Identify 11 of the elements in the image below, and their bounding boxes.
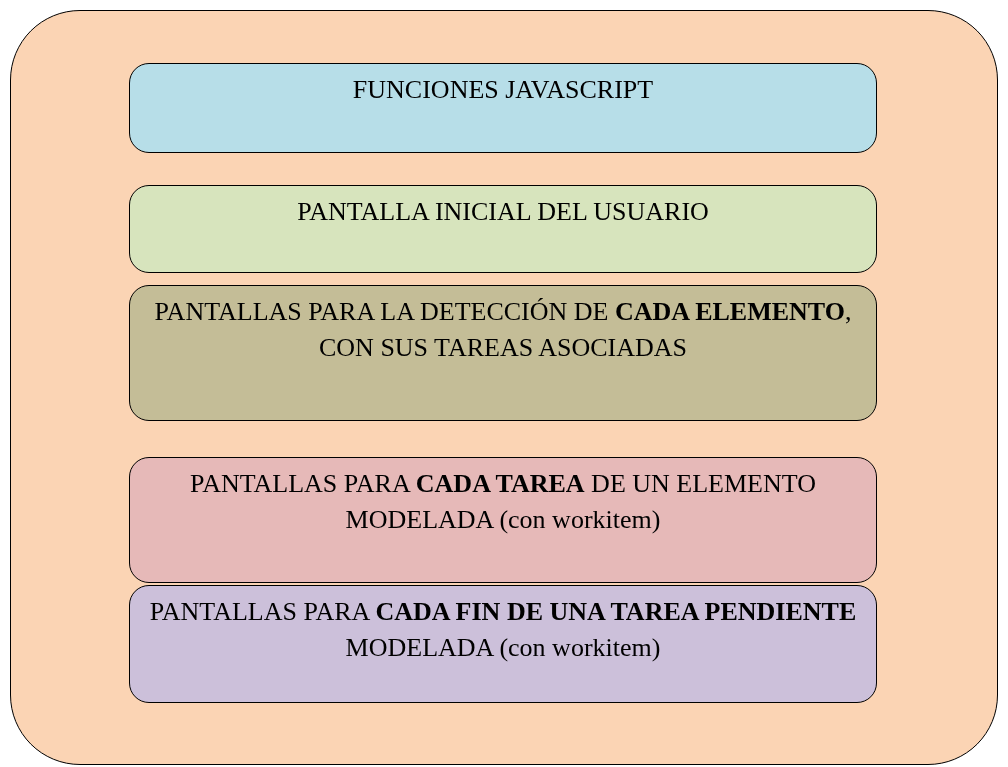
section-box <box>129 63 877 153</box>
section-box <box>129 285 877 421</box>
section-label: PANTALLAS PARA LA DETECCIÓN DE CADA ELEMENTO, CON SUS TAREAS ASOCIADAS <box>153 296 853 364</box>
section-box <box>129 585 877 703</box>
section-box <box>129 185 877 273</box>
section-label: PANTALLAS PARA CADA TAREA DE UN ELEMENTO MODELADA (con workitem) <box>189 468 817 536</box>
section-label: PANTALLAS PARA CADA FIN DE UNA TAREA PENDIENTE MODELADA (con workitem) <box>148 596 858 664</box>
section-label: FUNCIONES JAVASCRIPT <box>352 74 654 106</box>
section-label: PANTALLA INICIAL DEL USUARIO <box>297 196 709 228</box>
section-box <box>129 457 877 583</box>
outer-panel <box>10 10 998 765</box>
